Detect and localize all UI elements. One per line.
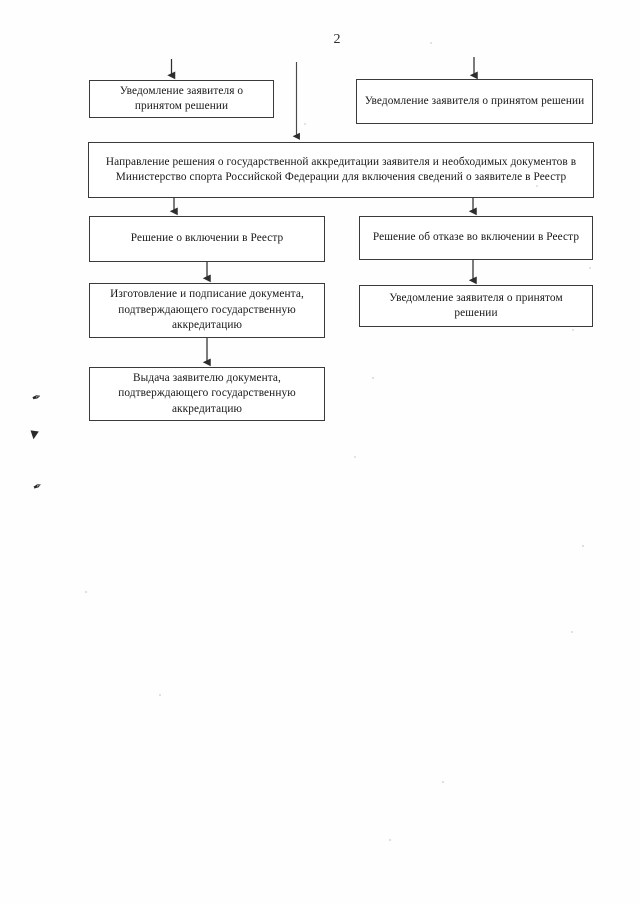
page-number: 2 bbox=[333, 32, 341, 47]
flow-node-label: Уведомление заявителя о принятом решении bbox=[389, 291, 563, 320]
flow-node-notify-applicant-left[interactable]: Уведомление заявителя о принятом решении bbox=[89, 80, 274, 118]
flow-node-issue-document-to-applicant[interactable]: Выдача заявителю документа, подтверждающ… bbox=[89, 367, 325, 421]
flow-node-label: Направление решения о государственной ак… bbox=[105, 155, 577, 184]
scan-artifact-mark: ✒ bbox=[30, 478, 45, 495]
flow-node-make-and-sign-document[interactable]: Изготовление и подписание документа, под… bbox=[89, 283, 325, 338]
flow-node-label: Уведомление заявителя о принятом решении bbox=[364, 94, 585, 107]
flow-node-notify-applicant-refusal[interactable]: Уведомление заявителя о принятом решении bbox=[359, 285, 593, 327]
flow-node-label: Изготовление и подписание документа, под… bbox=[110, 288, 304, 332]
flow-node-label: Выдача заявителю документа, подтверждающ… bbox=[118, 371, 296, 415]
scan-artifact-mark: ▼ bbox=[29, 427, 40, 442]
flow-node-label: Решение об отказе во включении в Реестр bbox=[372, 231, 580, 244]
flow-node-label: Решение о включении в Реестр bbox=[130, 232, 284, 245]
scan-artifact-mark: ✒ bbox=[30, 389, 44, 406]
flow-node-notify-applicant-right[interactable]: Уведомление заявителя о принятом решении bbox=[356, 79, 593, 124]
flow-node-decision-include-in-registry[interactable]: Решение о включении в Реестр bbox=[89, 216, 325, 262]
flow-node-send-decision-to-ministry[interactable]: Направление решения о государственной ак… bbox=[88, 142, 594, 198]
flow-node-decision-refuse-inclusion[interactable]: Решение об отказе во включении в Реестр bbox=[359, 216, 593, 260]
flow-node-label: Уведомление заявителя о принятом решении bbox=[119, 84, 244, 113]
